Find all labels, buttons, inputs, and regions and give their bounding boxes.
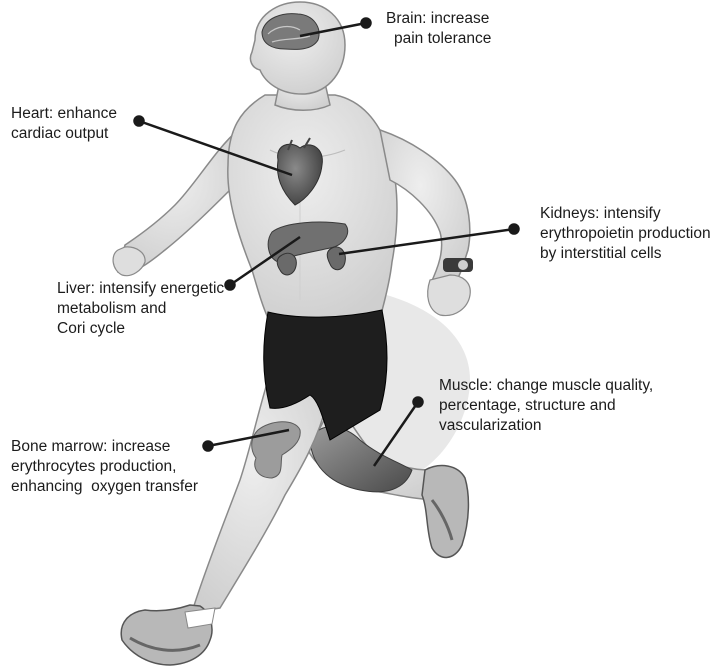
bone-marrow-label-line-1: Bone marrow: increase [11,437,198,457]
brain-label-line-1: Brain: increase [386,9,491,29]
muscle-label-line-1: Muscle: change muscle quality, [439,376,653,396]
kidneys-label-line-3: by interstitial cells [540,244,711,264]
heart-label-line-1: Heart: enhance [11,104,117,124]
front-leg [121,380,328,665]
muscle-label-line-3: vascularization [439,416,653,436]
muscle-label-line-2: percentage, structure and [439,396,653,416]
liver-label-line-1: Liver: intensify energetic [57,279,224,299]
torso [228,95,397,318]
heart-label-line-2: cardiac output [11,124,117,144]
kidneys-label-line-2: erythropoietin production [540,224,711,244]
brain-label-line-2: pain tolerance [386,29,491,49]
back-arm [113,130,240,276]
liver-label: Liver: intensify energetic metabolism an… [57,279,224,339]
bone-marrow-label-line-2: erythrocytes production, [11,457,198,477]
bone-marrow-label: Bone marrow: increase erythrocytes produ… [11,437,198,497]
kidneys-label: Kidneys: intensify erythropoietin produc… [540,204,711,264]
liver-label-line-2: metabolism and [57,299,224,319]
heart-label: Heart: enhance cardiac output [11,104,117,144]
brain-label: Brain: increase pain tolerance [386,9,491,49]
back-shoe [422,466,468,558]
bone-marrow-label-line-3: enhancing oxygen transfer [11,477,198,497]
muscle-label: Muscle: change muscle quality, percentag… [439,376,653,436]
kidneys-label-line-1: Kidneys: intensify [540,204,711,224]
liver-label-line-3: Cori cycle [57,319,224,339]
